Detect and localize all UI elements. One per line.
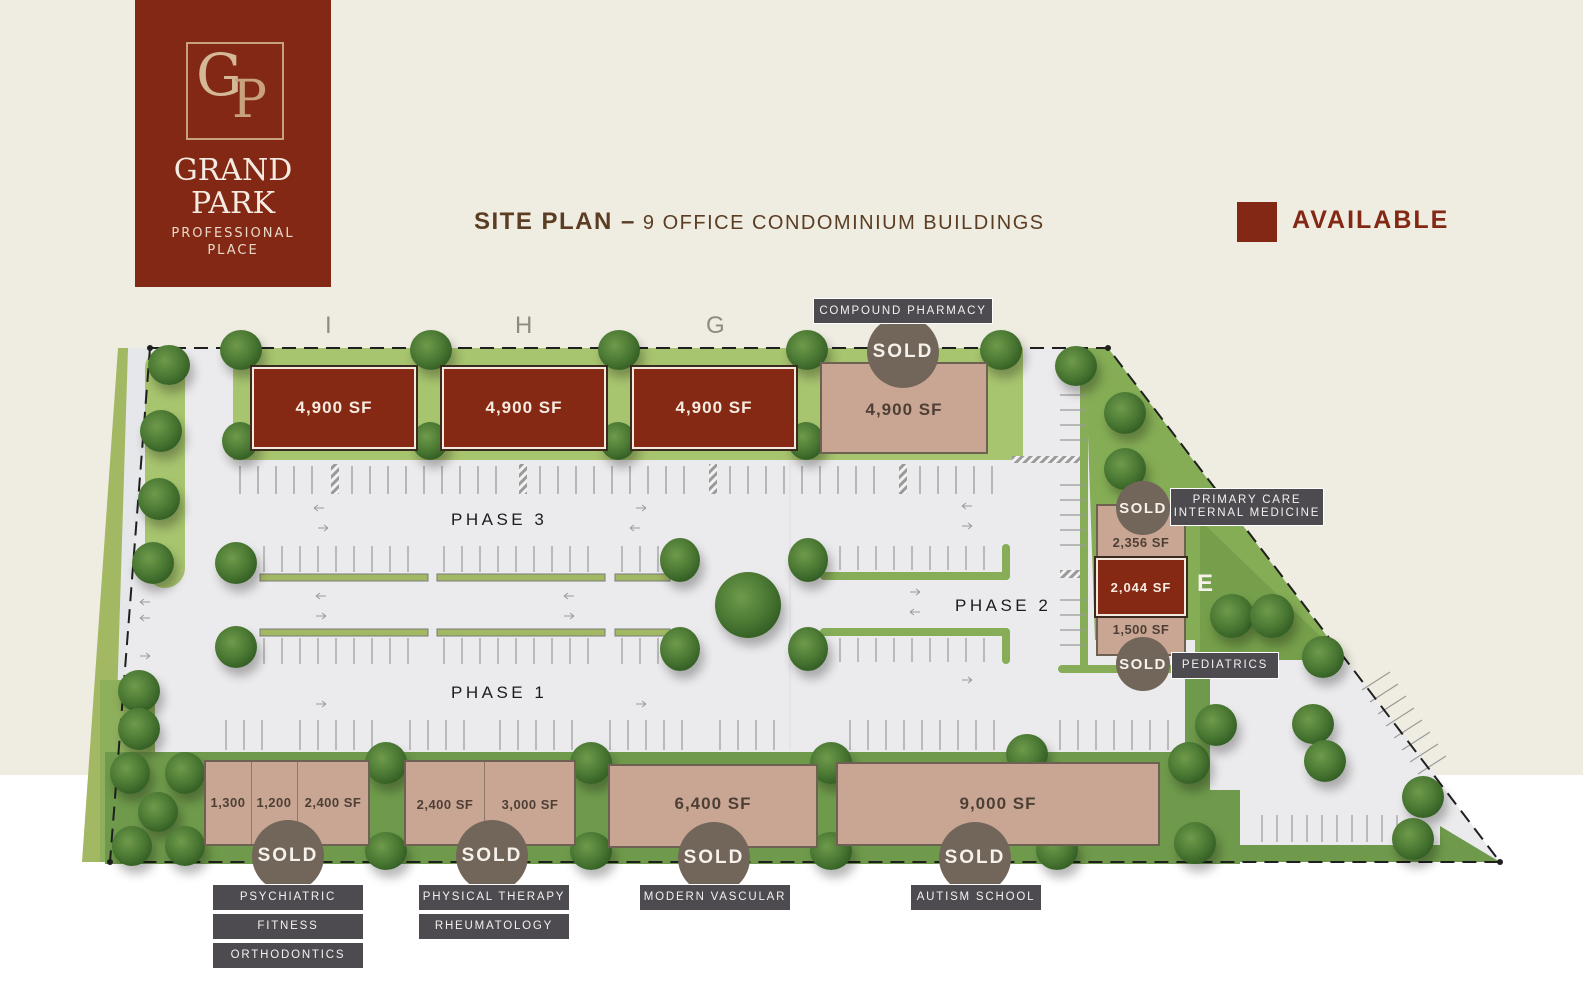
- tenant-label-fitness: FITNESS: [212, 913, 364, 940]
- tenant-label-orthodontics: ORTHODONTICS: [212, 942, 364, 969]
- tree-icon: [220, 330, 262, 370]
- tree-icon: [138, 478, 180, 520]
- tree-icon: [215, 626, 257, 668]
- tree-icon: [570, 742, 612, 784]
- building-h-size: 4,900 SF: [485, 398, 563, 417]
- building-i-size: 4,900 SF: [295, 398, 373, 417]
- tenant-label-psychiatric: PSYCHIATRIC: [212, 884, 364, 911]
- unit-divider: [484, 762, 485, 844]
- tree-icon: [598, 330, 640, 370]
- unit-b2-size: 3,000 SF: [501, 796, 559, 812]
- building-letter-i: I: [325, 312, 332, 339]
- tree-icon: [112, 826, 152, 866]
- tree-icon: [570, 832, 612, 870]
- available-legend-label: AVAILABLE: [1292, 206, 1450, 234]
- building-letter-e: E: [1197, 570, 1214, 597]
- building-g-available[interactable]: 4,900 SF: [630, 365, 798, 451]
- phase-3-label: PHASE 3: [451, 510, 548, 529]
- building-d-sold[interactable]: 9,000 SF: [836, 762, 1160, 846]
- title-subtitle: 9 OFFICE CONDOMINIUM BUILDINGS: [635, 212, 1045, 234]
- tree-icon: [110, 752, 150, 794]
- tree-icon: [148, 345, 190, 385]
- tree-icon: [118, 670, 160, 712]
- logo-text-place: PLACE: [207, 243, 259, 258]
- tenant-label-autism-school: AUTISM SCHOOL: [910, 884, 1042, 911]
- unit-e1-size: 2,356 SF: [1112, 534, 1170, 550]
- tree-icon: [1250, 594, 1294, 638]
- grand-park-logo: G P GRAND PARK PROFESSIONAL PLACE: [135, 0, 331, 287]
- tree-icon: [132, 542, 174, 584]
- unit-a2-size: 1,200: [256, 794, 292, 810]
- unit-divider: [297, 762, 298, 844]
- tree-icon: [660, 538, 700, 582]
- tenant-label-rheumatology: RHEUMATOLOGY: [418, 913, 570, 940]
- tree-icon: [1304, 740, 1346, 782]
- tree-icon: [715, 572, 781, 638]
- page-title: SITE PLAN – 9 OFFICE CONDOMINIUM BUILDIN…: [474, 208, 1045, 236]
- sold-badge: SOLD: [252, 820, 324, 892]
- tree-icon: [410, 330, 452, 370]
- tree-icon: [660, 627, 700, 671]
- tenant-line: PRIMARY CARE: [1192, 494, 1302, 507]
- tenant-label-pediatrics: PEDIATRICS: [1171, 652, 1279, 679]
- unit-e3-size: 1,500 SF: [1112, 621, 1170, 637]
- phase-2-label: PHASE 2: [955, 596, 1052, 615]
- tenant-line: INTERNAL MEDICINE: [1173, 507, 1321, 519]
- available-legend-swatch: [1237, 202, 1277, 242]
- unit-a1-size: 1,300: [210, 794, 246, 810]
- tree-icon: [1104, 392, 1146, 434]
- logo-text-park: PARK: [190, 186, 276, 221]
- tree-icon: [140, 410, 182, 452]
- unit-b1-size: 2,400 SF: [416, 796, 474, 812]
- tree-icon: [1392, 818, 1434, 860]
- sold-badge: SOLD: [678, 822, 750, 894]
- phase-1-label: PHASE 1: [451, 683, 548, 702]
- sold-badge: SOLD: [939, 822, 1011, 894]
- logo-text-grand: GRAND: [173, 153, 293, 188]
- building-g-size: 4,900 SF: [675, 398, 753, 417]
- tree-icon: [165, 826, 205, 866]
- sold-badge: SOLD: [1116, 481, 1170, 535]
- tenant-label-modern-vascular: MODERN VASCULAR: [639, 884, 791, 911]
- tree-icon: [1292, 704, 1334, 744]
- unit-e2-available[interactable]: 2,044 SF: [1094, 556, 1188, 618]
- tree-icon: [1174, 822, 1216, 864]
- unit-a3-size: 2,400 SF: [304, 794, 362, 810]
- tenant-label-primary-care: PRIMARY CARE INTERNAL MEDICINE: [1170, 488, 1324, 526]
- tenant-label-physical-therapy: PHYSICAL THERAPY: [418, 884, 570, 911]
- sold-badge: SOLD: [456, 820, 528, 892]
- building-d-size: 9,000 SF: [959, 794, 1037, 813]
- tree-icon: [600, 422, 636, 460]
- tenant-label-compound-pharmacy: COMPOUND PHARMACY: [813, 298, 993, 324]
- tree-icon: [165, 752, 205, 794]
- tree-icon: [1195, 704, 1237, 746]
- tree-icon: [788, 538, 828, 582]
- sold-badge: SOLD: [867, 316, 939, 388]
- gp-monogram-icon: G P: [186, 42, 284, 140]
- tree-icon: [1168, 742, 1210, 784]
- unit-divider: [251, 762, 252, 844]
- tree-icon: [788, 627, 828, 671]
- tree-icon: [1055, 346, 1097, 386]
- building-letter-g: G: [706, 312, 725, 339]
- sold-badge: SOLD: [1116, 637, 1170, 691]
- tree-icon: [138, 792, 178, 832]
- building-h-available[interactable]: 4,900 SF: [440, 365, 608, 451]
- tree-icon: [365, 832, 407, 870]
- building-c-size: 6,400 SF: [674, 794, 752, 813]
- tree-icon: [1210, 594, 1254, 638]
- monogram-g: G: [196, 41, 243, 109]
- tree-icon: [1402, 776, 1444, 818]
- tree-icon: [215, 542, 257, 584]
- building-i-available[interactable]: 4,900 SF: [250, 365, 418, 451]
- building-f-size: 4,900 SF: [865, 400, 943, 419]
- tree-icon: [118, 708, 160, 750]
- building-letter-h: H: [515, 312, 533, 339]
- logo-text-professional: PROFESSIONAL: [171, 226, 295, 241]
- tree-icon: [1302, 636, 1344, 678]
- unit-e2-size: 2,044 SF: [1110, 579, 1172, 595]
- monogram-p: P: [232, 70, 267, 130]
- tree-icon: [365, 742, 407, 784]
- title-site-plan: SITE PLAN –: [474, 208, 636, 235]
